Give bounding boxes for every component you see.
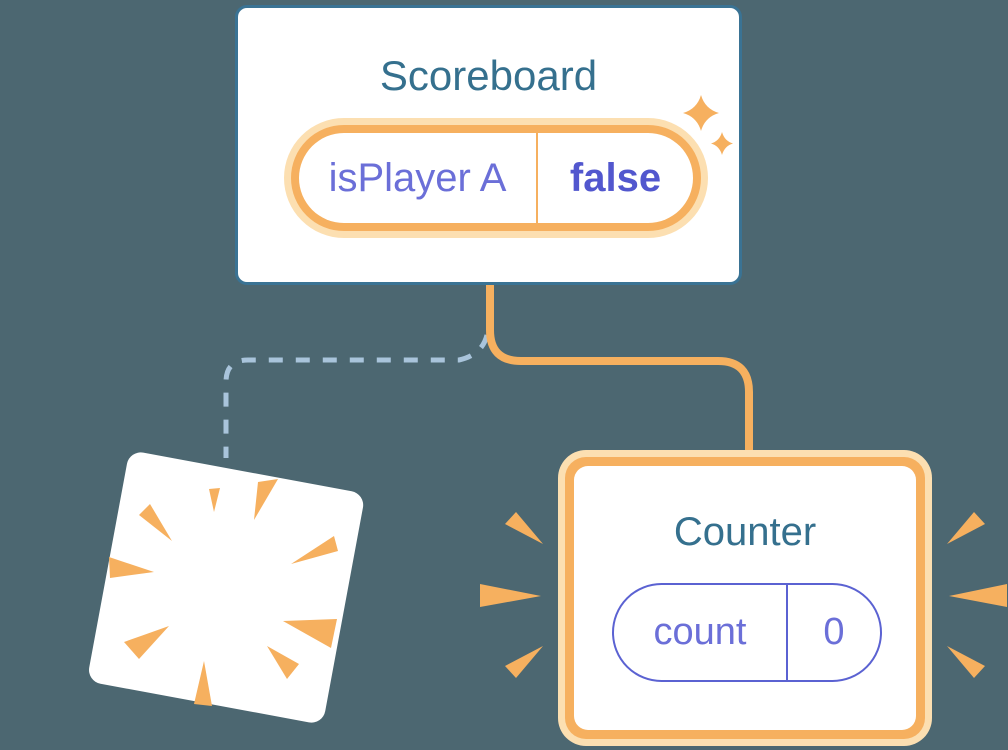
destroyed-card (89, 452, 364, 723)
counter-pill-divider (786, 585, 788, 680)
counter-card: Counter count 0 (558, 450, 932, 746)
counter-state-name: count (653, 611, 747, 653)
counter-card-ring: Counter count 0 (565, 457, 925, 739)
state-name: isPlayer A (328, 155, 507, 200)
state-pill-body: isPlayer A false (299, 133, 693, 223)
state-pill-ring: isPlayer A false (291, 125, 701, 231)
counter-card-body: Counter count 0 (574, 466, 916, 730)
scoreboard-card: Scoreboard isPlayer A false (235, 5, 742, 285)
counter-state-pill: count 0 (612, 583, 882, 682)
counter-state-value: 0 (823, 611, 845, 653)
dashed-connector (223, 334, 490, 458)
state-pill-divider (536, 133, 538, 223)
counter-title: Counter (673, 510, 817, 554)
solid-connector (486, 278, 753, 459)
scoreboard-title: Scoreboard (379, 52, 598, 99)
burst-icon (109, 479, 338, 706)
state-value: false (569, 155, 662, 200)
scoreboard-state-pill: isPlayer A false (284, 118, 708, 238)
